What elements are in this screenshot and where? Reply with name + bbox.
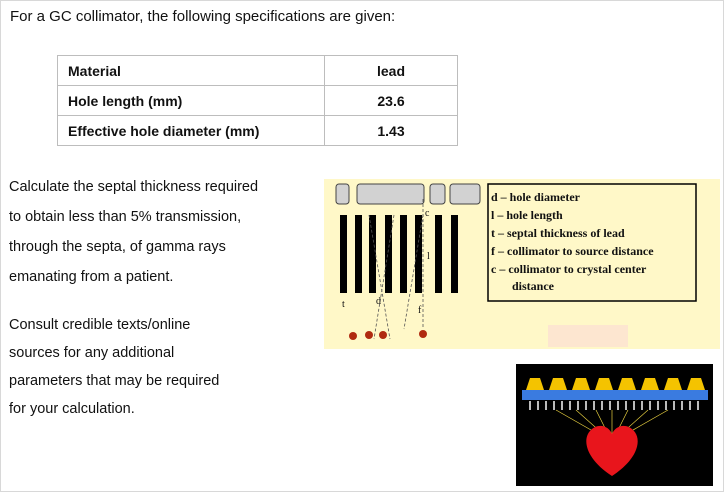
septum bbox=[369, 215, 376, 293]
ray-line bbox=[368, 214, 391, 340]
septum bbox=[435, 215, 442, 293]
crystal-block bbox=[356, 183, 425, 205]
crystal-block bbox=[449, 183, 481, 205]
heart-icon bbox=[586, 425, 638, 476]
question-text: Calculate the septal thickness required … bbox=[9, 172, 309, 292]
detector-block bbox=[526, 378, 544, 390]
question-line: to obtain less than 5% transmission, bbox=[9, 209, 242, 225]
detector-row bbox=[526, 378, 705, 390]
collimator-bar bbox=[522, 390, 708, 400]
collimator-diagram: t d f l c d – hole diameter l – hole len… bbox=[324, 179, 720, 349]
legend-line: distance bbox=[512, 279, 555, 293]
detector-block bbox=[641, 378, 659, 390]
question-line: Calculate the septal thickness required bbox=[9, 179, 259, 195]
specifications-table: Material lead Hole length (mm) 23.6 Effe… bbox=[57, 55, 458, 146]
intro-text: For a GC collimator, the following speci… bbox=[10, 8, 396, 25]
crystal-blocks bbox=[335, 183, 481, 205]
crystal-block bbox=[429, 183, 446, 205]
detector-block bbox=[572, 378, 590, 390]
septum bbox=[340, 215, 347, 293]
detector-block bbox=[687, 378, 705, 390]
ray-line bbox=[403, 214, 424, 330]
septum bbox=[355, 215, 362, 293]
septum bbox=[415, 215, 422, 293]
label-d: d bbox=[376, 296, 381, 307]
spec-label: Material bbox=[57, 55, 325, 86]
table-row: Material lead bbox=[57, 55, 458, 86]
advice-line: parameters that may be required bbox=[9, 373, 220, 389]
detector-block bbox=[618, 378, 636, 390]
detector-block bbox=[595, 378, 613, 390]
spec-label: Effective hole diameter (mm) bbox=[57, 115, 325, 146]
legend-line: d – hole diameter bbox=[491, 190, 581, 204]
spec-value: 23.6 bbox=[324, 85, 458, 116]
source-point bbox=[419, 330, 427, 338]
ray-line bbox=[373, 214, 395, 340]
label-l: l bbox=[427, 251, 430, 262]
legend-line: l – hole length bbox=[491, 208, 563, 222]
legend-line: c – collimator to crystal center bbox=[491, 262, 647, 276]
spec-value: lead bbox=[324, 55, 458, 86]
label-t: t bbox=[342, 299, 345, 310]
table-row: Effective hole diameter (mm) 1.43 bbox=[57, 115, 458, 146]
legend-line: t – septal thickness of lead bbox=[491, 226, 625, 240]
label-c: c bbox=[425, 208, 430, 219]
legend: d – hole diameter l – hole length t – se… bbox=[491, 190, 654, 293]
advice-text: Consult credible texts/online sources fo… bbox=[9, 311, 309, 423]
source-point bbox=[349, 332, 357, 340]
table-row: Hole length (mm) 23.6 bbox=[57, 85, 458, 116]
source-points bbox=[349, 330, 427, 340]
collimator-septa bbox=[340, 215, 458, 293]
highlight-patch bbox=[548, 325, 628, 347]
label-f: f bbox=[418, 305, 422, 316]
septum bbox=[385, 215, 392, 293]
collimator-holes bbox=[529, 401, 699, 410]
legend-box bbox=[487, 183, 697, 302]
question-line: through the septa, of gamma rays bbox=[9, 239, 226, 255]
crystal-block bbox=[335, 183, 350, 205]
heart-illustration bbox=[516, 364, 713, 486]
spec-label: Hole length (mm) bbox=[57, 85, 325, 116]
detector-block bbox=[664, 378, 682, 390]
advice-line: sources for any additional bbox=[9, 345, 175, 361]
legend-line: f – collimator to source distance bbox=[491, 244, 654, 258]
septum bbox=[400, 215, 407, 293]
source-point bbox=[365, 331, 373, 339]
question-line: emanating from a patient. bbox=[9, 269, 174, 285]
spec-value: 1.43 bbox=[324, 115, 458, 146]
advice-line: Consult credible texts/online bbox=[9, 317, 191, 333]
ray-lines bbox=[368, 199, 424, 340]
septum bbox=[451, 215, 458, 293]
advice-line: for your calculation. bbox=[9, 401, 135, 417]
detector-block bbox=[549, 378, 567, 390]
source-point bbox=[379, 331, 387, 339]
